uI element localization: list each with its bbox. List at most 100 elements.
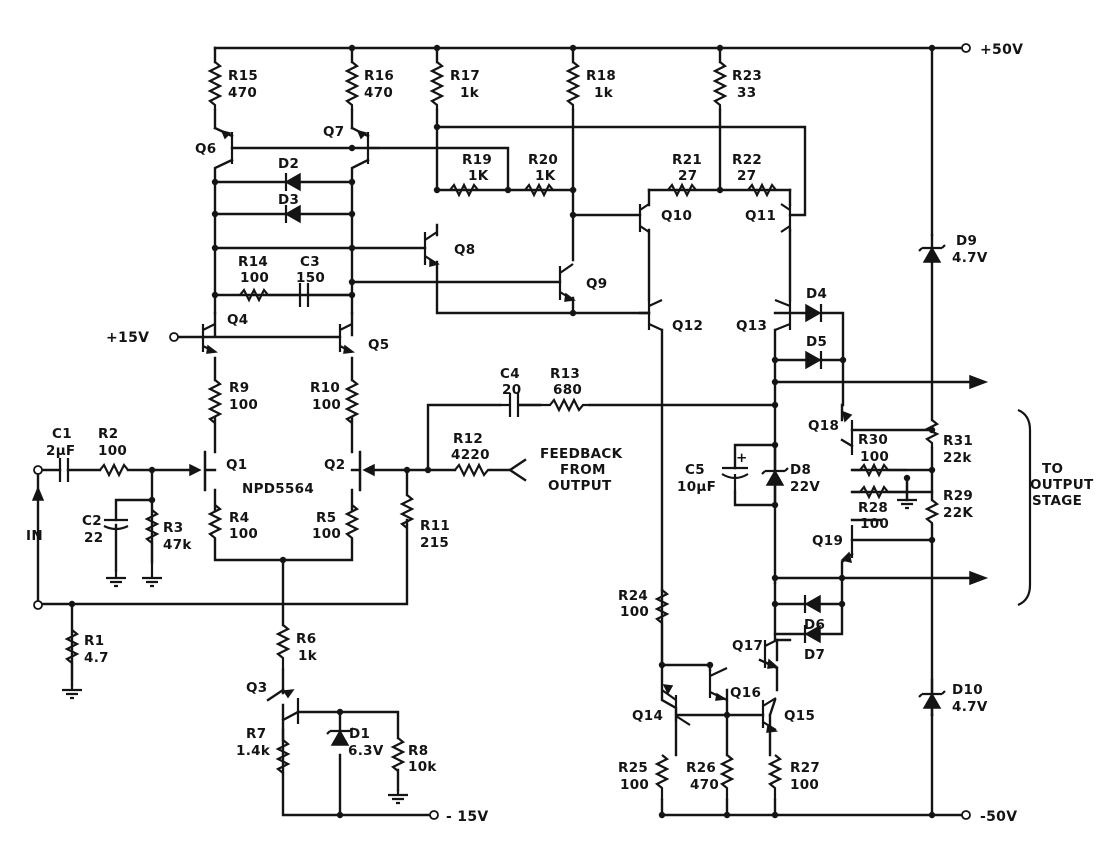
label-q8: Q8: [454, 242, 475, 258]
label-r25-val: 100: [620, 777, 649, 793]
resistor-r6: [275, 624, 291, 670]
transistor-q15: [761, 697, 779, 733]
output-bracket: [31, 374, 1032, 607]
transistor-q2: [358, 452, 375, 490]
label-output-1: TO: [1042, 461, 1063, 477]
label-r24-val: 100: [620, 604, 649, 620]
label-d9-id: D9: [956, 233, 977, 249]
label-r24-id: R24: [618, 588, 648, 604]
label-r31-val: 22k: [943, 450, 972, 466]
resistor-r8: [390, 737, 406, 772]
resistor-r24: [654, 589, 670, 665]
resistor-r29: [924, 499, 940, 525]
label-q15: Q15: [784, 708, 815, 724]
label-r27-id: R27: [790, 760, 820, 776]
label-q6: Q6: [195, 141, 216, 157]
diode-d7: [803, 624, 821, 644]
label-r7-id: R7: [246, 726, 266, 742]
label-c2-id: C2: [82, 513, 102, 529]
label-r16-id: R16: [364, 68, 394, 84]
label-c4-val: 20: [502, 382, 521, 398]
zener-diode-d9: [918, 233, 946, 264]
label-c2-val: 22: [84, 530, 103, 546]
transistor-q1: [189, 452, 207, 490]
label-in: IN: [26, 528, 43, 544]
label-r2-val: 100: [98, 443, 127, 459]
label-q11: Q11: [745, 208, 776, 224]
label-r5-id: R5: [316, 510, 336, 526]
label-r8-id: R8: [408, 743, 428, 759]
label-c1-id: C1: [52, 426, 72, 442]
label-d4-id: D4: [806, 286, 827, 302]
label-c5-id: C5: [685, 462, 705, 478]
label-r15-id: R15: [228, 68, 258, 84]
label-c4-id: C4: [500, 366, 520, 382]
label-d5-id: D5: [806, 334, 827, 350]
label-r25-id: R25: [618, 760, 648, 776]
label-r11-val: 215: [420, 535, 449, 551]
resistor-r26: [719, 754, 735, 800]
label-q19: Q19: [812, 533, 843, 549]
label-r6-val: 1k: [298, 648, 318, 664]
label-d2-id: D2: [278, 156, 299, 172]
resistor-r10: [344, 379, 360, 424]
resistor-r17: [429, 61, 445, 110]
resistor-r31: [924, 419, 940, 448]
label-q14: Q14: [632, 708, 663, 724]
output-arrow-bottom: [969, 570, 989, 586]
label-ic-part: NPD5564: [242, 481, 314, 497]
resistor-r21: [667, 182, 697, 198]
ground-r1: [62, 685, 82, 700]
label-r1-id: R1: [84, 633, 104, 649]
label-q3: Q3: [246, 680, 267, 696]
capacitor-group: [58, 283, 749, 531]
label-r13-val: 680: [553, 382, 582, 398]
junction-dots: [68, 44, 936, 819]
label-d6-id: D6: [804, 617, 825, 633]
zener-diode-d1: [326, 727, 354, 746]
label-q2: Q2: [324, 457, 345, 473]
label-r19-id: R19: [462, 152, 492, 168]
transistor-q5: [338, 323, 355, 354]
ground-r3: [142, 570, 162, 588]
transistor-q10: [638, 203, 650, 233]
net-minus50: -50V: [980, 809, 1017, 825]
transistor-q9: [558, 263, 576, 302]
label-q10: Q10: [661, 208, 692, 224]
label-r30-val: 100: [860, 449, 889, 465]
terminal-plus50: [961, 43, 971, 53]
label-r10-id: R10: [310, 380, 340, 396]
resistor-r13: [540, 397, 590, 413]
transistor-q17: [763, 639, 779, 669]
label-r21-id: R21: [672, 152, 702, 168]
label-d10-id: D10: [952, 682, 983, 698]
resistor-r23: [712, 61, 728, 110]
label-feedback-1: FEEDBACK: [540, 446, 623, 462]
net-minus15: - 15V: [446, 809, 489, 825]
resistor-r5: [344, 504, 360, 540]
diode-d6: [803, 594, 821, 614]
label-r23-val: 33: [737, 85, 756, 101]
transistor-q18: [841, 410, 854, 455]
label-c5-val: 10µF: [677, 479, 716, 495]
label-r1-val: 4.7: [84, 650, 109, 666]
label-output-3: STAGE: [1032, 493, 1082, 509]
transistor-q19: [840, 525, 854, 563]
label-q18: Q18: [808, 418, 839, 434]
transistor-q6: [220, 129, 234, 164]
resistor-r16: [344, 61, 360, 110]
label-r27-val: 100: [790, 777, 819, 793]
transistor-q7: [356, 129, 380, 164]
transistor-q14: [661, 684, 691, 726]
label-q13: Q13: [736, 318, 767, 334]
capacitor-c5: [721, 466, 749, 492]
capacitor-c4: [500, 393, 540, 417]
resistor-r7: [275, 739, 291, 775]
label-r12-id: R12: [453, 431, 483, 447]
resistor-r14: [239, 287, 290, 303]
net-plus15: +15V: [106, 330, 149, 346]
resistor-r12: [454, 462, 490, 478]
label-r5-val: 100: [312, 526, 341, 542]
label-r9-val: 100: [229, 397, 258, 413]
